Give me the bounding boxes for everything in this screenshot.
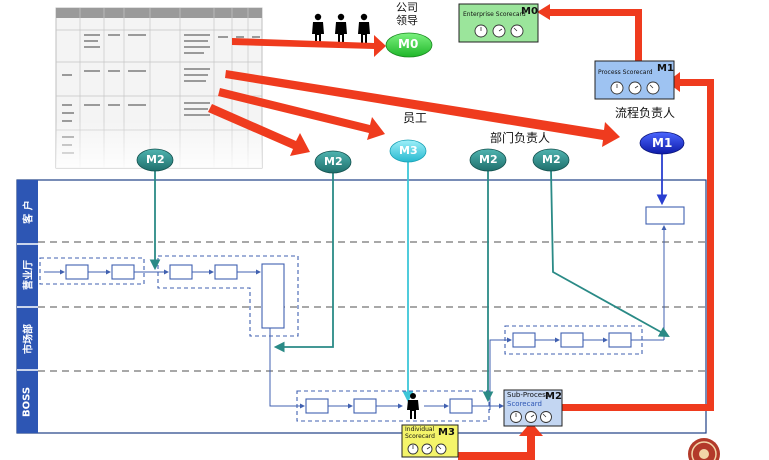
m2-badge-3 [469,148,507,172]
m0-badge-label: M0 [398,37,419,51]
individual-scorecard-title-1: Individual [405,426,435,433]
red-arrow-to-m2-left [208,104,310,156]
lane-label-marketing: 市场部 [23,324,35,354]
red-arrow-to-m1 [225,70,620,147]
seal-logo [688,438,720,460]
subprocess-scorecard-title-1: Sub-Process [507,391,550,399]
process-boxes [65,206,685,414]
enterprise-scorecard-box [458,3,539,43]
m0-badge [385,32,433,58]
company-leader-label-2: 领导 [396,14,418,27]
red-rollup-lines [458,4,714,460]
process-scorecard-title: Process Scorecard [598,69,653,76]
red-arrows [208,35,620,156]
subprocess-scorecard-level: M2 [545,391,562,402]
individual-scorecard-box [401,424,459,458]
m2-badge-label-2: M2 [324,155,343,168]
lane-label-business-hall: 营业厅 [23,260,35,290]
m1-badge [639,131,685,155]
dept-head-label: 部门负责人 [490,131,551,145]
process-scorecard-box [594,60,675,100]
process-owner-label: 流程负责人 [615,106,676,120]
swimlane-frame [16,179,707,434]
company-leader-label-1: 公司 [396,1,418,14]
red-arrow-to-m3 [218,88,385,140]
m2-badge-2 [314,150,352,174]
process-scorecard-level: M1 [657,63,674,74]
employee-person-icon [407,393,419,419]
subprocess-scorecard-title-2: Scorecard [507,400,542,408]
m1-badge-label: M1 [652,136,673,150]
lane-label-customer: 客 户 [23,200,35,224]
individual-scorecard-level: M3 [438,427,455,438]
flow-arrows [44,225,667,410]
enterprise-scorecard-level: M0 [521,6,538,17]
m2-badge-label-3: M2 [479,153,498,166]
badge-shapes [136,32,685,174]
enterprise-scorecard-title: Enterprise Scorecard [463,11,526,18]
leaders-people-icon [312,13,370,44]
m2-badge-label-4: M2 [542,153,561,166]
m2-badge-4 [532,148,570,172]
subprocess-scorecard-box [503,389,563,427]
red-arrow-to-m0 [232,35,386,57]
m3-badge [389,139,427,163]
m2-connectors [149,169,670,403]
m3-badge-label: M3 [399,144,418,157]
lane-label-boss: BOSS [21,386,33,418]
m2-badge-label-1: M2 [146,153,165,166]
individual-scorecard-title-2: Scorecard [405,433,435,440]
employee-label: 员工 [403,111,428,125]
m2-badge-1 [136,148,174,172]
document-thumbnail [55,7,263,169]
